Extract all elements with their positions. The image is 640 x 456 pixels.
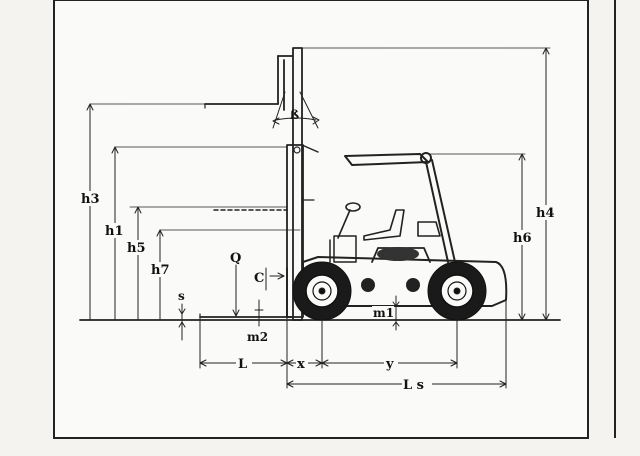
mast	[286, 47, 319, 321]
overhead-guard	[344, 152, 456, 263]
load-center-markers	[232, 264, 285, 327]
label-x: x	[297, 357, 305, 372]
label-tilt-angle: ß	[290, 108, 299, 122]
label-m2: m2	[247, 330, 268, 344]
intermediate-fork	[129, 206, 288, 211]
label-y: y	[385, 357, 394, 372]
label-m1: m1	[373, 306, 394, 320]
label-ls: L s	[403, 378, 424, 393]
diagram-frame	[53, 0, 589, 439]
label-h6: h6	[513, 231, 532, 246]
tilt-angle-lines	[272, 91, 320, 129]
extension-lines	[89, 47, 551, 231]
rear-wheel	[427, 261, 487, 321]
label-l: L	[238, 357, 247, 372]
fork-thickness-marker	[178, 303, 186, 341]
ground-clearance-marker	[392, 295, 400, 331]
label-c: C	[254, 271, 264, 286]
label-h7: h7	[151, 263, 170, 278]
label-q: Q	[230, 251, 241, 266]
front-wheel	[292, 261, 352, 321]
label-s: s	[178, 289, 185, 303]
steering-and-seat	[337, 202, 441, 241]
label-h3: h3	[81, 192, 100, 207]
label-h1: h1	[105, 224, 124, 239]
length-dimension-lines	[199, 299, 507, 389]
label-h4: h4	[536, 206, 555, 221]
label-h5: h5	[127, 241, 146, 256]
